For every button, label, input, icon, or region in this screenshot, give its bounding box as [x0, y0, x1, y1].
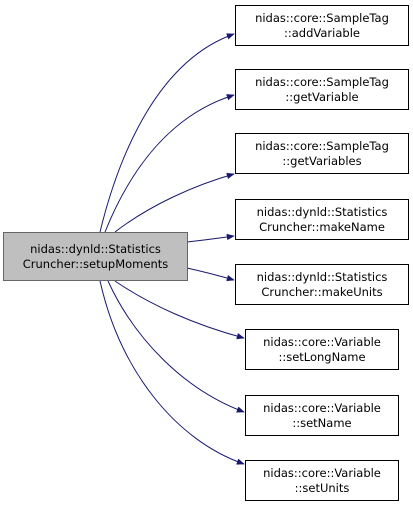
node-set-name-line2: ::setName [292, 415, 352, 430]
node-get-variable[interactable]: nidas::core::SampleTag ::getVariable [235, 69, 409, 110]
node-get-variable-line1: nidas::core::SampleTag [255, 74, 389, 89]
edge-to-make-name [186, 233, 235, 243]
node-get-variables[interactable]: nidas::core::SampleTag ::getVariables [235, 133, 409, 174]
node-setup-moments: nidas::dynld::Statistics Cruncher::setup… [3, 232, 188, 281]
node-set-long-name-line2: ::setLongName [278, 349, 366, 364]
edge-to-make-units [186, 267, 235, 282]
node-add-variable[interactable]: nidas::core::SampleTag ::addVariable [235, 5, 409, 46]
node-add-variable-line1: nidas::core::SampleTag [255, 10, 389, 25]
edge-to-get-variable [104, 94, 235, 233]
node-set-long-name-line1: nidas::core::Variable [263, 334, 381, 349]
node-setup-moments-line1: nidas::dynld::Statistics [30, 241, 161, 256]
node-make-name-line2: Cruncher::makeName [259, 219, 385, 234]
edge-to-get-variables [114, 172, 235, 233]
node-make-units-line1: nidas::dynld::Statistics [256, 269, 388, 284]
node-make-name[interactable]: nidas::dynld::Statistics Cruncher::makeN… [235, 199, 409, 240]
node-set-units-line2: ::setUnits [294, 480, 350, 495]
node-get-variables-line2: ::getVariables [282, 153, 362, 168]
node-get-variables-line1: nidas::core::SampleTag [255, 138, 389, 153]
node-setup-moments-line2: Cruncher::setupMoments [22, 256, 169, 271]
edge-to-set-units [99, 280, 245, 465]
node-get-variable-line2: ::getVariable [285, 89, 359, 104]
node-set-name[interactable]: nidas::core::Variable ::setName [245, 395, 399, 436]
edge-to-add-variable [99, 33, 235, 233]
node-set-units-line1: nidas::core::Variable [263, 465, 381, 480]
node-make-name-line1: nidas::dynld::Statistics [256, 204, 388, 219]
node-make-units-line2: Cruncher::makeUnits [261, 284, 383, 299]
node-make-units[interactable]: nidas::dynld::Statistics Cruncher::makeU… [235, 264, 409, 305]
node-set-units[interactable]: nidas::core::Variable ::setUnits [245, 460, 399, 501]
edge-to-set-name [107, 280, 245, 413]
node-set-long-name[interactable]: nidas::core::Variable ::setLongName [245, 329, 399, 370]
edge-to-set-long-name [114, 280, 245, 340]
node-add-variable-line2: ::addVariable [284, 25, 360, 40]
node-set-name-line1: nidas::core::Variable [263, 400, 381, 415]
